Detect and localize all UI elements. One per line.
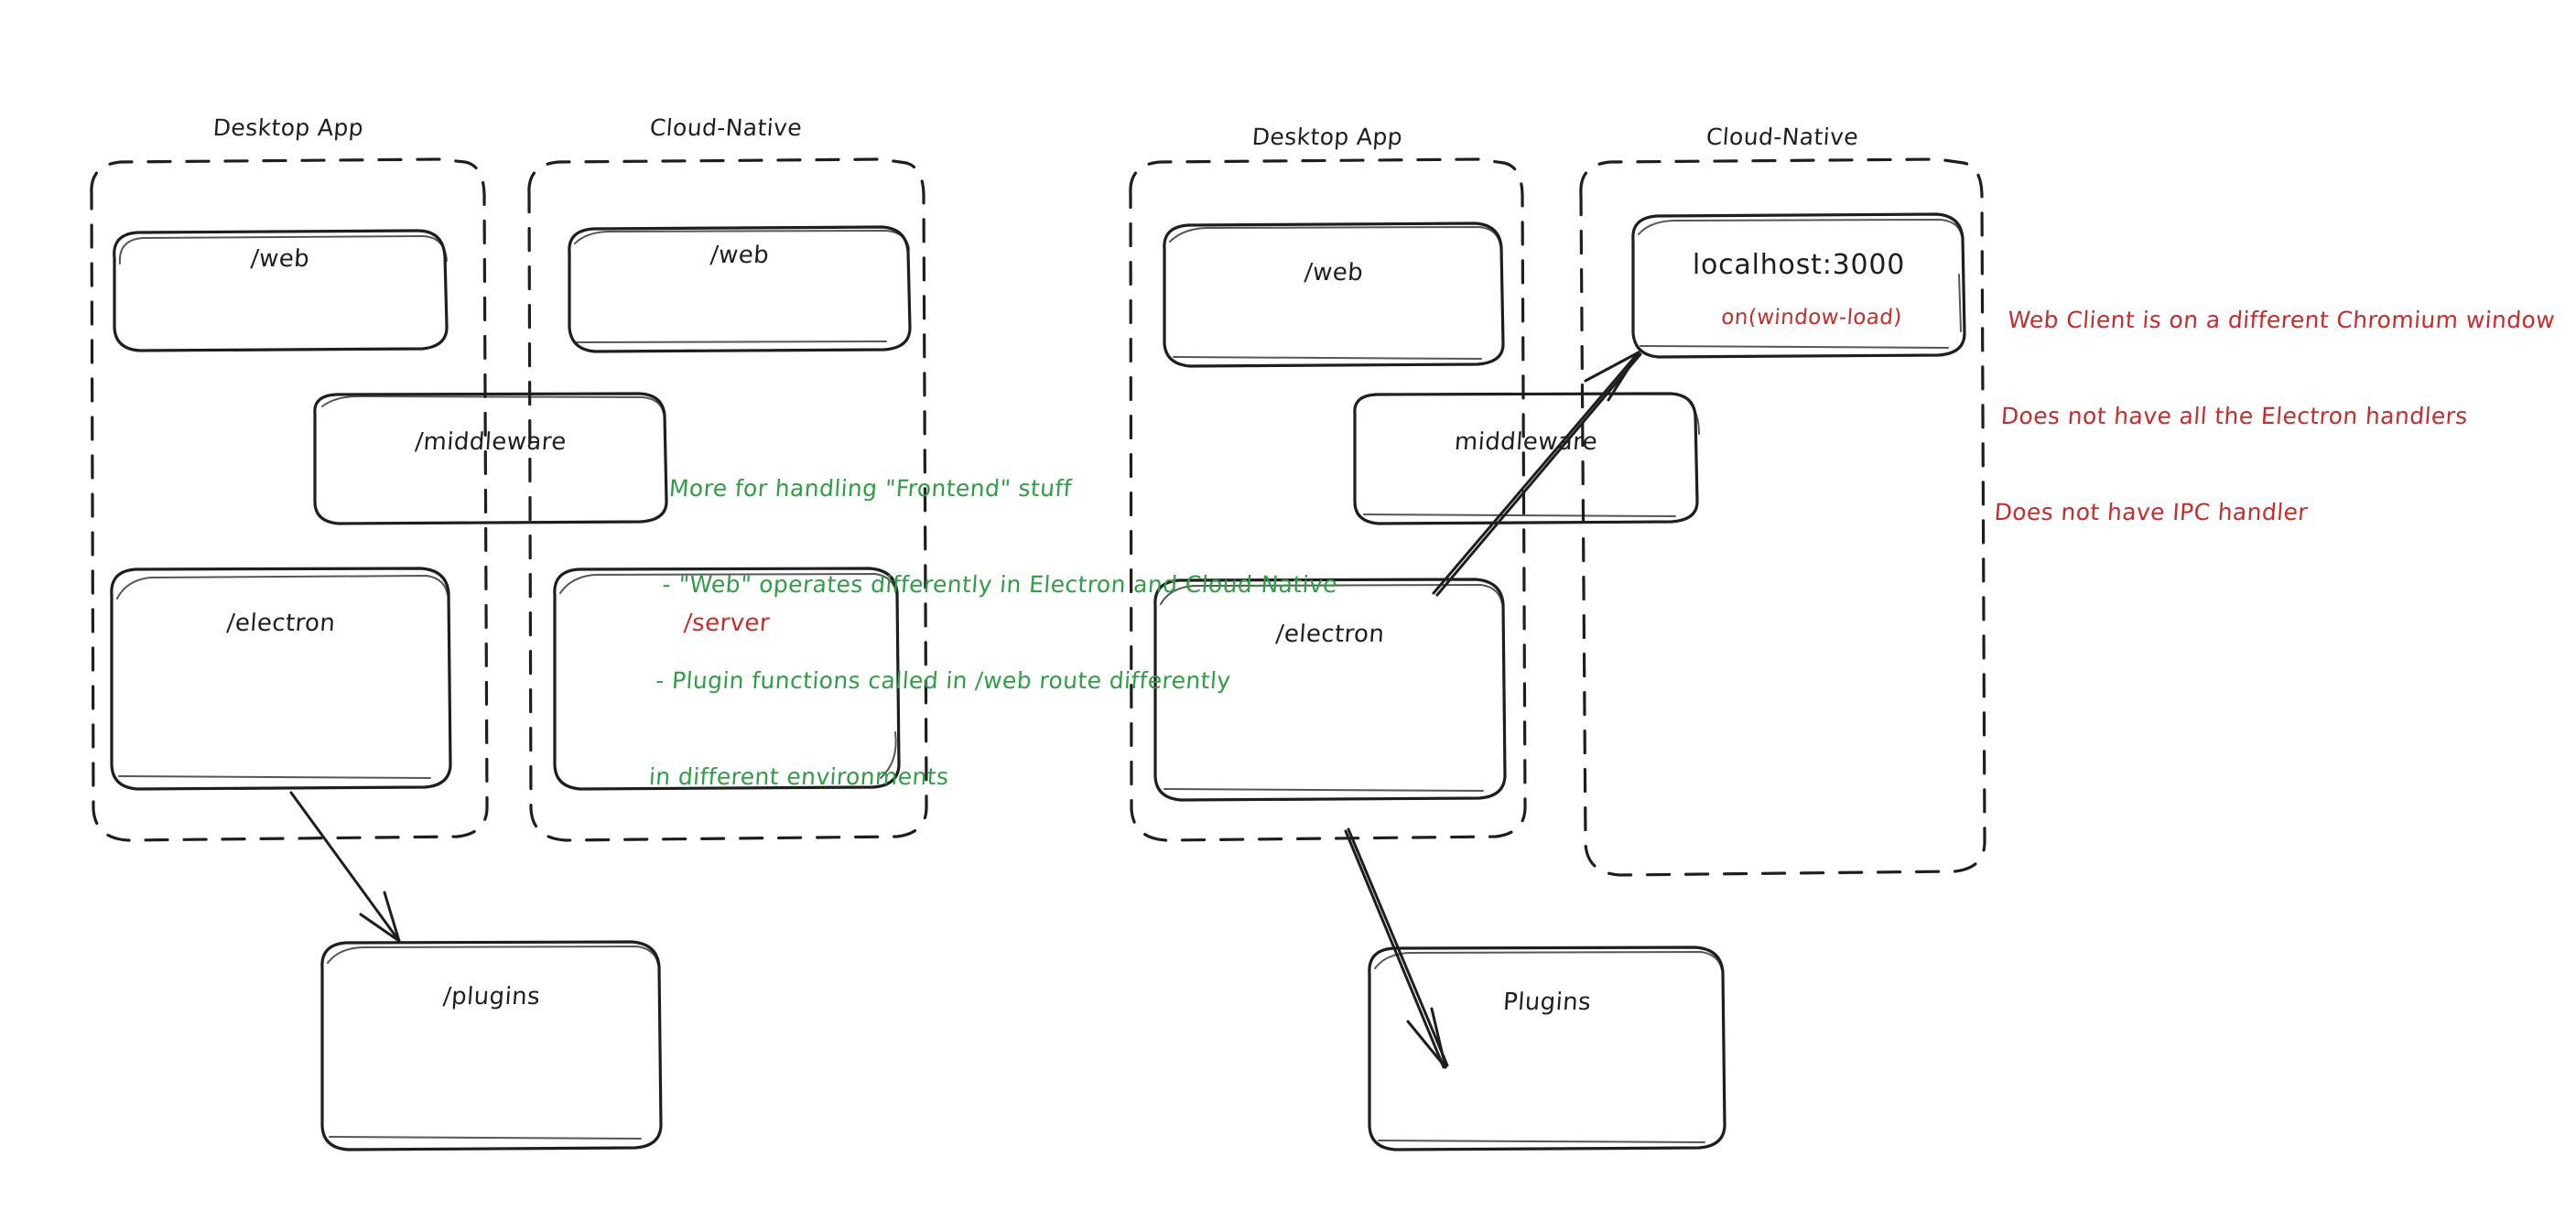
left-cloud-group-label: Cloud-Native xyxy=(648,114,804,141)
right-plugins-label: Plugins xyxy=(1502,989,1593,1016)
right-red-annotation: Web Client is on a different Chromium wi… xyxy=(1989,240,2561,592)
right-cloud-group-label: Cloud-Native xyxy=(1705,124,1860,150)
left-green-annotation-line-2: - "Web" operates differently in Electron… xyxy=(661,571,1339,598)
left-plugins-box[interactable] xyxy=(320,940,663,1151)
right-localhost-label: localhost:3000 xyxy=(1692,249,1906,281)
right-red-annotation-line-1: Web Client is on a different Chromium wi… xyxy=(2007,307,2557,333)
left-desktop-web-box[interactable] xyxy=(113,229,449,352)
left-electron-label: /electron xyxy=(225,610,337,637)
right-electron-box[interactable] xyxy=(1153,578,1507,802)
right-red-annotation-line-3: Does not have IPC handler xyxy=(1993,499,2310,525)
left-cloud-web-box[interactable] xyxy=(568,225,912,353)
right-cloud-group-outline xyxy=(1579,157,1986,877)
left-green-annotation-line-3: - Plugin functions called in /web route … xyxy=(655,667,1232,694)
left-desktop-group-label: Desktop App xyxy=(211,114,365,141)
right-localhost-sublabel: on(window-load) xyxy=(1720,306,1903,330)
left-middleware-box[interactable] xyxy=(313,392,668,525)
left-middleware-label: /middleware xyxy=(414,428,568,456)
left-electron-to-plugins-arrow xyxy=(289,791,401,943)
right-desktop-group-outline xyxy=(1129,157,1527,842)
left-plugins-label: /plugins xyxy=(442,983,542,1010)
right-red-annotation-line-2: Does not have all the Electron handlers xyxy=(1999,403,2469,429)
left-server-box[interactable] xyxy=(553,567,901,791)
right-plugins-box[interactable] xyxy=(1368,946,1726,1151)
left-green-annotation-line-4: in different environments xyxy=(647,763,950,790)
right-electron-to-localhost-arrow xyxy=(1432,351,1642,597)
left-electron-box[interactable] xyxy=(110,567,452,791)
left-cloud-web-label: /web xyxy=(709,242,771,269)
right-middleware-box[interactable] xyxy=(1353,392,1700,525)
right-electron-label: /electron xyxy=(1274,621,1386,648)
right-desktop-web-label: /web xyxy=(1303,259,1365,286)
right-middleware-label: middleware xyxy=(1453,428,1599,456)
right-localhost-box[interactable] xyxy=(1631,212,1966,359)
right-desktop-group-label: Desktop App xyxy=(1250,124,1404,150)
left-desktop-web-label: /web xyxy=(249,245,311,273)
right-desktop-web-box[interactable] xyxy=(1163,222,1505,368)
left-desktop-group-outline xyxy=(90,157,489,842)
left-green-annotation-line-1: More for handling "Frontend" stuff xyxy=(667,475,1073,502)
left-cloud-group-outline xyxy=(527,157,928,842)
